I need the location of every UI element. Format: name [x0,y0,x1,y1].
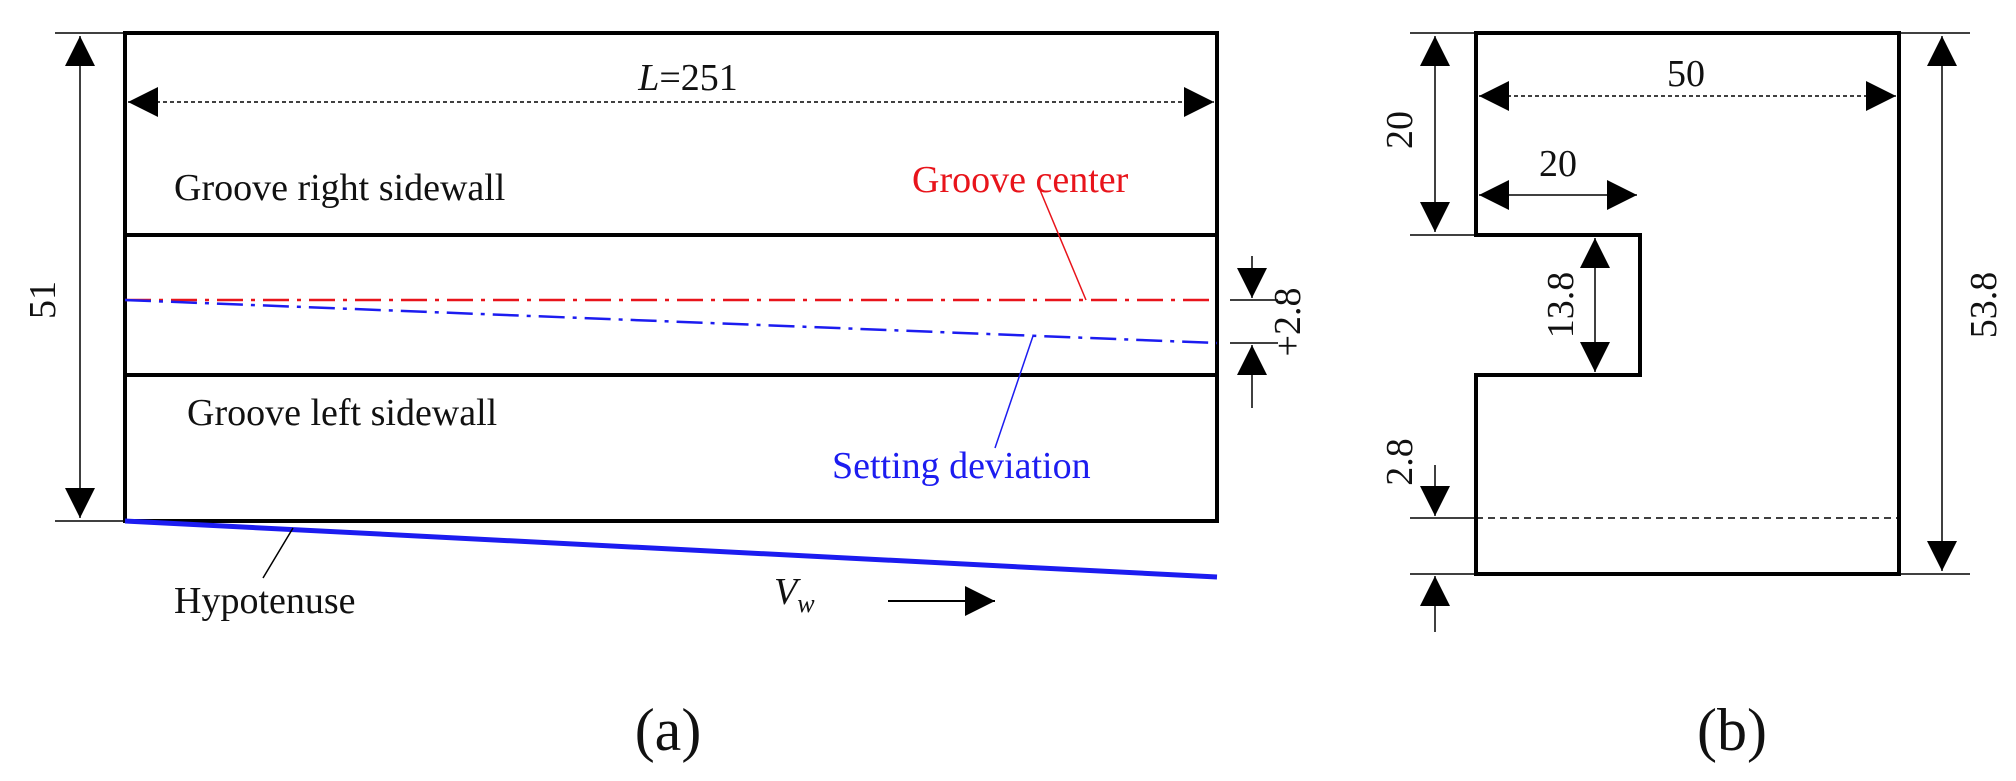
hypotenuse-label: Hypotenuse [174,580,356,622]
deviation-dimension-label: +2.8 [1267,288,1309,357]
cross-section-outline [1474,31,1901,576]
slot-width-dimension-label: 13.8 [1540,272,1582,339]
workpiece-outline [123,31,1219,523]
setting-deviation-line [124,298,1218,345]
top-height-dimension-label: 20 [1379,111,1421,149]
width-dimension-label: 50 [1667,53,1705,95]
length-dimension-label: L=251 [637,57,738,99]
groove-center-label: Groove center [912,159,1129,201]
slot-depth-dimension-label: 20 [1539,143,1577,185]
groove-center-leader [1039,189,1087,301]
hypotenuse-leader [262,527,294,579]
panel-b-caption: (b) [1697,697,1767,763]
panel-a-caption: (a) [635,697,702,763]
bottom-dimension-label: 2.8 [1379,438,1421,486]
hypotenuse-line [124,518,1218,580]
panel-b: 50 20 20 13.8 53.8 2.8 (b) [1379,31,2005,763]
right-sidewall-label: Groove right sidewall [174,167,505,209]
left-sidewall-label: Groove left sidewall [187,392,497,434]
setting-deviation-label: Setting deviation [832,445,1091,487]
feed-velocity-label: Vw [774,571,815,618]
height-dimension-label: 51 [22,281,64,319]
panel-a: L=251 51 +2.8 Groove right sidewall Groo… [22,31,1309,763]
total-height-dimension-label: 53.8 [1963,272,2005,339]
setting-deviation-leader [994,335,1034,449]
